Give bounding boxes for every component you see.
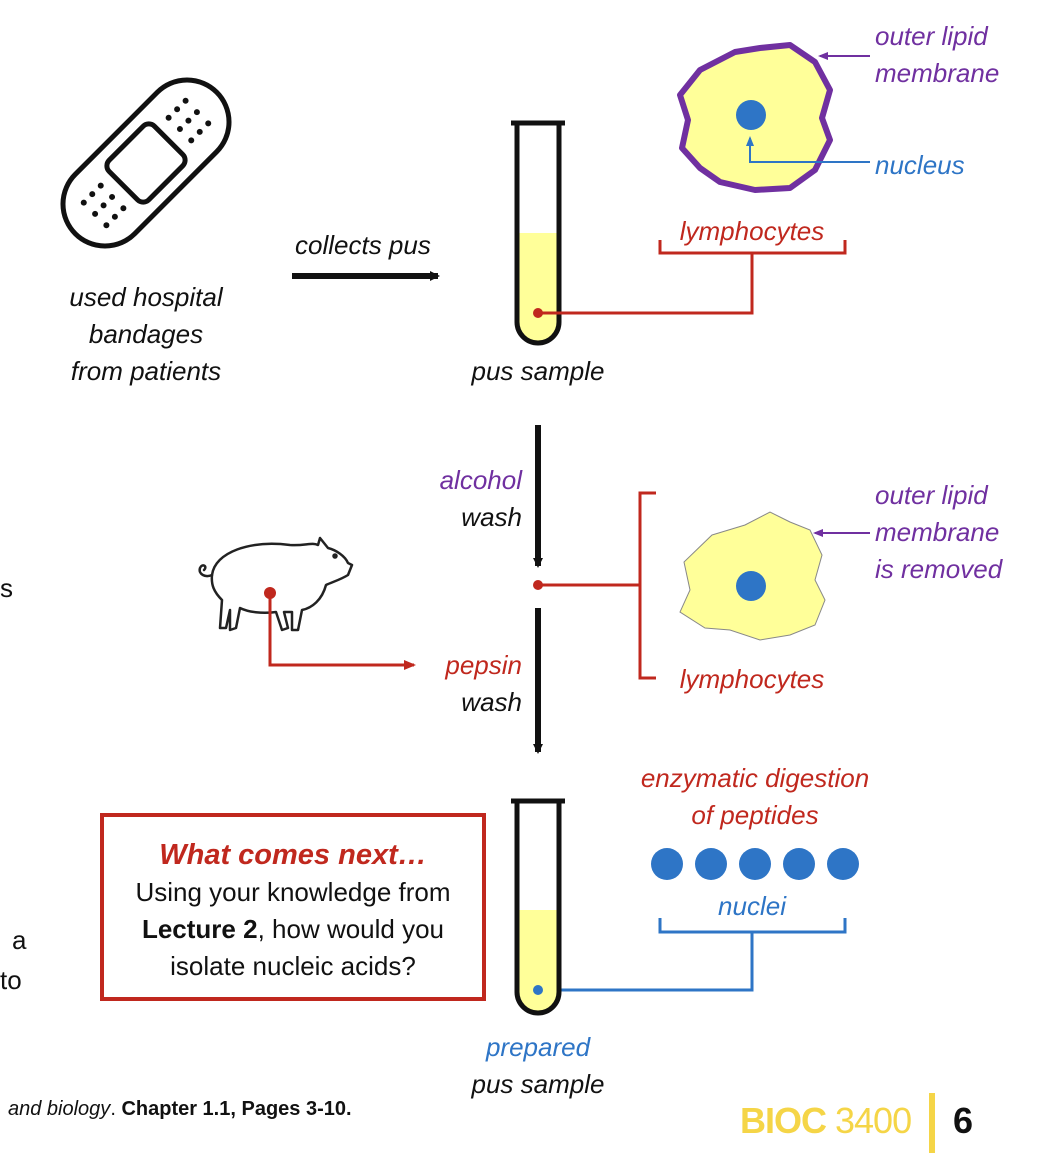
connector-line (538, 253, 754, 315)
nucleus-label: nucleus (875, 150, 965, 180)
nucleus-icon (736, 571, 766, 601)
bracket (638, 491, 656, 680)
nuclei-label: nuclei (718, 891, 786, 921)
cut-text: s (0, 573, 13, 603)
bandage-icon (60, 77, 232, 249)
divider (929, 1093, 935, 1153)
pig-icon (198, 536, 354, 632)
callout-line: Using your knowledge from (135, 877, 451, 907)
callout-heading: What comes next… (159, 839, 427, 871)
callout-line: Lecture 2, how would you (141, 914, 445, 944)
test-tube-icon (511, 120, 565, 346)
lymphocytes-label: lymphocytes (679, 216, 825, 246)
nuclei-dots (651, 848, 859, 880)
nucleus-icon (736, 100, 766, 130)
lymphocytes-label: lymphocytes (679, 664, 825, 694)
course-code: BIOC 3400 (740, 1100, 912, 1141)
cut-text: a (12, 925, 27, 955)
citation: and biology. Chapter 1.1, Pages 3-10. (8, 1098, 352, 1120)
page-number: 6 (953, 1100, 974, 1141)
bracket (658, 240, 847, 255)
tube-label: pus sample (471, 356, 605, 386)
cut-text: to (0, 965, 22, 995)
callout-box: What comes next… Using your knowledge fr… (100, 813, 486, 1001)
test-tube-icon (511, 798, 565, 1016)
collects-pus-label: collects pus (295, 230, 431, 260)
callout-line: isolate nucleic acids? (170, 951, 416, 981)
pepsin-source-line (268, 593, 416, 670)
